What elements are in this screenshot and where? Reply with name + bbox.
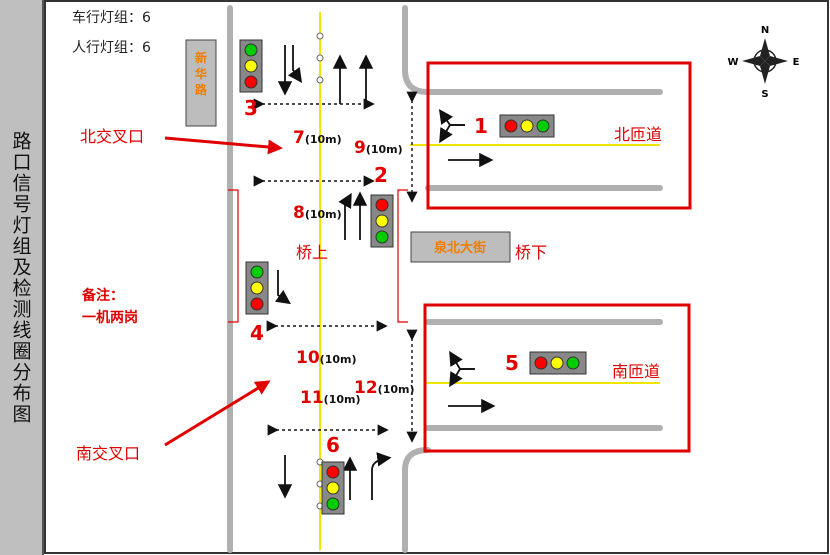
north-ramp-label: 北匝道 xyxy=(614,125,662,144)
xinhua-ch1: 新 xyxy=(195,50,207,65)
detector-8: 8(10m) xyxy=(293,203,342,223)
quanbei-street-label: 泉北大街 xyxy=(434,240,486,256)
compass-n: N xyxy=(761,25,769,36)
right-bracket xyxy=(397,189,408,323)
xinhua-ch3: 路 xyxy=(195,82,208,97)
south-ramp-label: 南匝道 xyxy=(612,362,660,381)
signal-2-light xyxy=(370,194,394,248)
signal-1-light xyxy=(499,114,555,138)
signal-number-5: 5 xyxy=(505,351,519,375)
signal-numbers: 1 2 3 4 5 6 xyxy=(244,96,519,457)
south-pointer-arrow xyxy=(164,380,271,447)
signal-5-light xyxy=(529,351,587,375)
signal-number-2: 2 xyxy=(374,163,388,187)
detector-labels: 7(10m) 8(10m) 9(10m) 10(10m) 11(10m) 12(… xyxy=(293,128,415,408)
note-body: 一机两岗 xyxy=(82,309,138,326)
xinhua-ch2: 华 xyxy=(195,66,207,81)
compass-icon: N S E W xyxy=(727,25,799,100)
signal-number-6: 6 xyxy=(326,433,340,457)
quanbei-street-sign xyxy=(410,231,511,263)
signal-number-3: 3 xyxy=(244,96,258,120)
detector-12: 12(10m) xyxy=(354,378,415,398)
signal-4-light xyxy=(245,261,269,315)
ped-group-count: 人行灯组：6 xyxy=(72,40,151,56)
detector-7: 7(10m) xyxy=(293,128,342,148)
vehicle-group-count: 车行灯组：6 xyxy=(72,9,151,26)
north-ramp-box xyxy=(426,61,692,210)
south-intersection-label: 南交叉口 xyxy=(76,444,140,463)
bridge-top-label: 桥上 xyxy=(296,243,328,262)
signal-6-light xyxy=(321,461,345,515)
flow-arrows xyxy=(275,45,496,500)
north-intersection-label: 北交叉口 xyxy=(80,127,144,146)
left-bracket xyxy=(228,189,239,323)
signal-lights xyxy=(239,39,587,515)
side-title-text: 路口信号灯组及检测线圈分布图 xyxy=(9,130,32,425)
frame xyxy=(44,0,829,554)
signal-number-4: 4 xyxy=(250,321,264,345)
detector-lines xyxy=(253,91,418,443)
note-title: 备注： xyxy=(81,287,124,304)
detector-9: 9(10m) xyxy=(354,138,403,158)
north-pointer-arrow xyxy=(164,136,283,155)
south-ramp-box xyxy=(423,303,691,453)
compass-s: S xyxy=(761,89,768,100)
signal-3-light xyxy=(239,39,263,93)
bridge-bottom-label: 桥下 xyxy=(515,243,547,262)
road-edges xyxy=(227,5,663,553)
signal-number-1: 1 xyxy=(474,114,488,138)
side-title: 路口信号灯组及检测线圈分布图 xyxy=(0,0,44,555)
detector-11: 11(10m) xyxy=(300,388,361,408)
compass-w: W xyxy=(727,57,738,68)
detector-10: 10(10m) xyxy=(296,348,357,368)
xinhua-road-sign xyxy=(185,39,217,127)
compass-e: E xyxy=(793,57,800,68)
